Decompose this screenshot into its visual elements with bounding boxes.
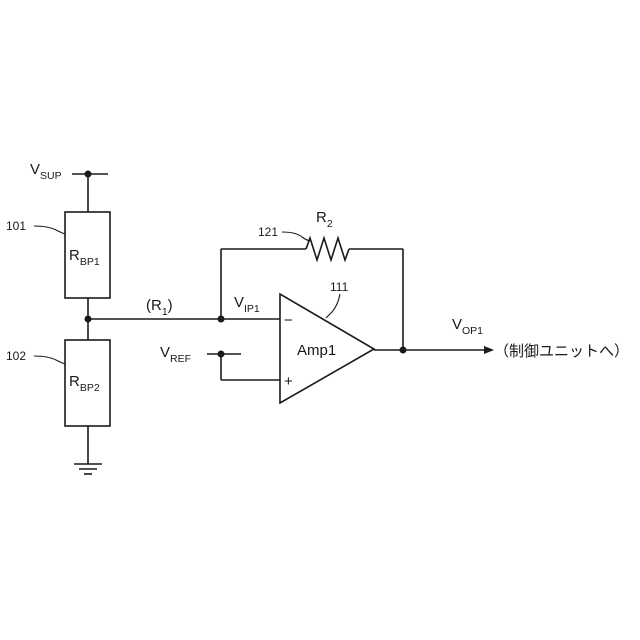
vip1-label: VIP1 — [234, 294, 260, 315]
leader-102 — [34, 356, 65, 364]
leader-121 — [282, 232, 310, 241]
plus-sign: + — [284, 373, 293, 390]
rbp2-label: RBP2 — [69, 373, 100, 394]
ref-102: 102 — [6, 349, 26, 363]
minus-sign: − — [284, 312, 293, 329]
amp-label: Amp1 — [297, 342, 336, 359]
r1-label: (R1) — [146, 297, 173, 318]
vop1-label: VOP1 — [452, 316, 483, 337]
r2-label: R2 — [316, 209, 333, 230]
leader-101 — [34, 226, 65, 234]
output-note: （制御ユニットへ） — [494, 342, 629, 360]
vsup-label: VSUP — [30, 161, 62, 182]
ref-121: 121 — [258, 225, 278, 239]
ref-101: 101 — [6, 219, 26, 233]
ground-symbol — [74, 464, 102, 474]
output-node — [400, 347, 407, 354]
ref-111: 111 — [330, 280, 349, 294]
rbp1-label: RBP1 — [69, 247, 100, 268]
leader-111 — [326, 294, 340, 318]
output-arrow — [484, 346, 494, 354]
resistor-r2 — [306, 238, 349, 260]
vref-label: VREF — [160, 344, 191, 365]
